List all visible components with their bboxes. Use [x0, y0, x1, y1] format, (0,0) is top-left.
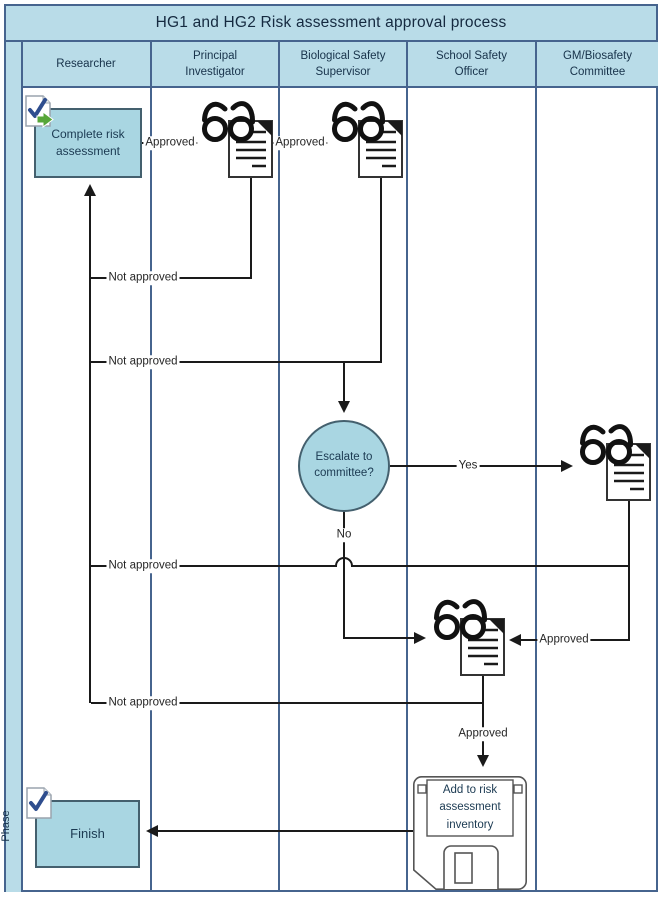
edge-label-not-approved: Not approved [106, 355, 180, 369]
edge-label-no: No [334, 528, 354, 542]
phase-strip [6, 42, 21, 892]
task-check-icon [26, 787, 52, 819]
start-task-label: Complete risk assessment [51, 127, 125, 158]
finish-node: Finish [35, 800, 140, 868]
edge-label-not-approved: Not approved [106, 271, 180, 285]
edge-label-not-approved: Not approved [106, 696, 180, 710]
lane-divider [21, 42, 23, 892]
floppy-disk-icon [413, 776, 527, 890]
review-document-icon [434, 599, 505, 676]
review-document-icon [202, 101, 273, 178]
title-band: HG1 and HG2 Risk assessment approval pro… [6, 6, 656, 42]
edge-committee-approved [509, 500, 630, 646]
edge-label-not-approved: Not approved [106, 559, 180, 573]
review-document-icon [580, 424, 651, 501]
lane-header-researcher: Researcher [56, 58, 116, 71]
edge-label-approved: Approved [537, 633, 591, 647]
lane-divider [278, 42, 280, 892]
header-bottom-line [22, 86, 658, 88]
edge-bss-not-approved [91, 177, 382, 363]
diagram-title: HG1 and HG2 Risk assessment approval pro… [155, 14, 507, 31]
edge-decision-no [343, 512, 426, 644]
inventory-label: Add to risk assessment inventory [439, 784, 501, 831]
lane-header-principal-investigator: Principal Investigator [185, 50, 245, 78]
lane-header-biological-safety-supervisor: Biological Safety Supervisor [300, 50, 386, 78]
edge-committee-not-approved [91, 557, 629, 567]
lane-header-gm-biosafety-committee: GM/Biosafety Committee [562, 50, 633, 78]
lane-divider [150, 42, 152, 892]
review-document-icon [332, 101, 403, 178]
task-check-arrow-icon [25, 95, 54, 128]
edge-label-approved: Approved [456, 727, 510, 741]
finish-label: Finish [70, 825, 105, 841]
edge-pi-not-approved [91, 177, 252, 279]
lane-header-school-safety-officer: School Safety Officer [436, 50, 507, 78]
diagram-frame [4, 4, 658, 892]
edge-label-yes: Yes [456, 459, 480, 473]
decision-node: Escalate to committee? [298, 420, 390, 512]
edge-label-approved: Approved [143, 136, 197, 150]
lane-header-band [22, 42, 658, 87]
edge-label-approved: Approved [273, 136, 327, 150]
decision-label: Escalate to committee? [314, 451, 374, 479]
